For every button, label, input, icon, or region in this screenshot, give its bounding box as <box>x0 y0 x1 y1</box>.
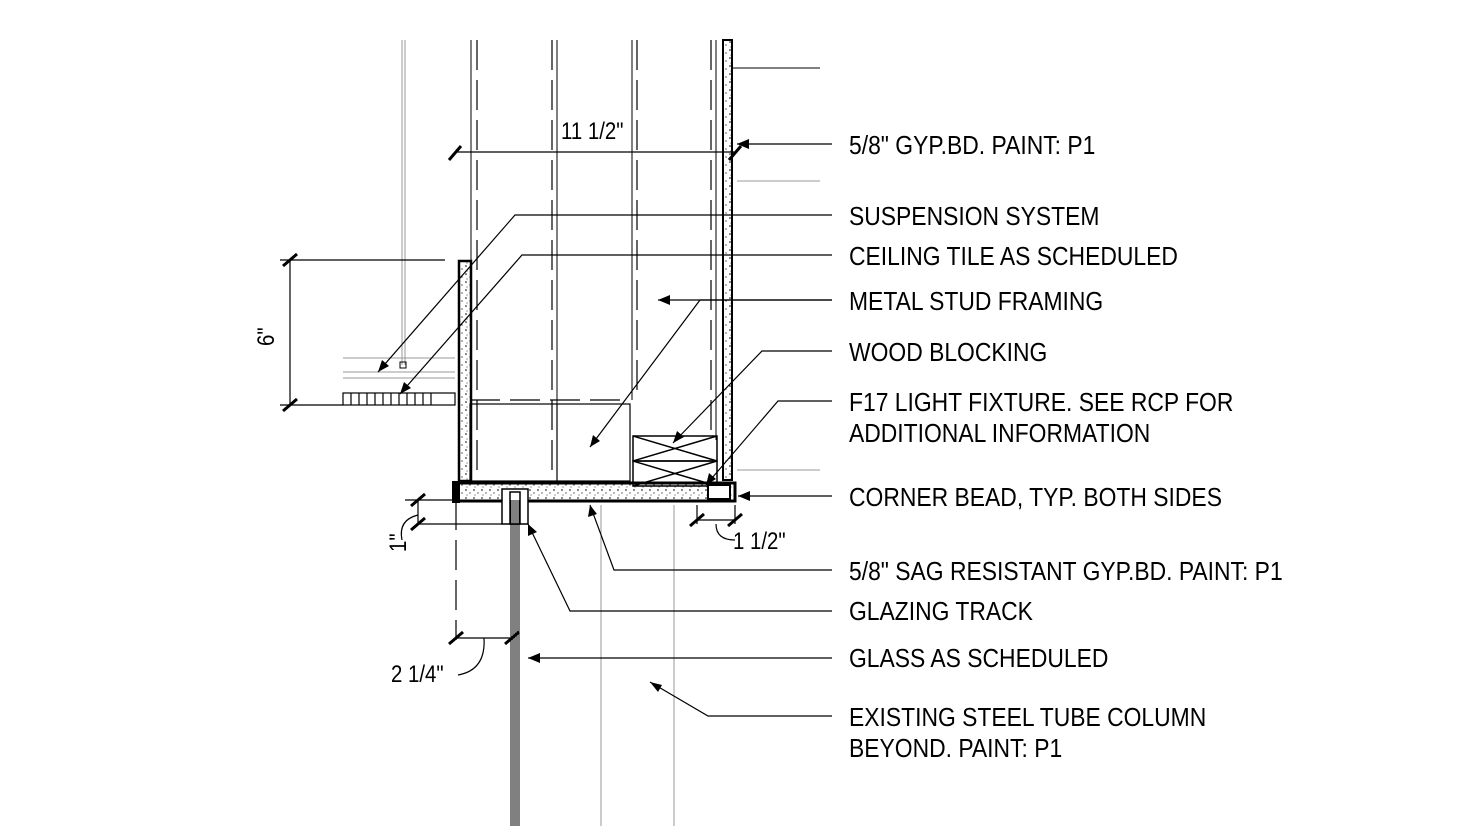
label-sag-resistant-gyp: 5/8" SAG RESISTANT GYP.BD. PAINT: P1 <box>849 556 1283 586</box>
dimension-width-top: 11 1/2" <box>561 118 624 145</box>
soffit-side-gypsum <box>457 259 473 483</box>
glass-panel <box>510 500 520 826</box>
suspension-wire <box>343 40 455 379</box>
label-steel-column: EXISTING STEEL TUBE COLUMN BEYOND. PAINT… <box>849 702 1206 764</box>
label-corner-bead: CORNER BEAD, TYP. BOTH SIDES <box>849 482 1222 512</box>
label-wood-blocking: WOOD BLOCKING <box>849 337 1048 367</box>
ceiling-tile <box>342 392 456 406</box>
dimension-lines <box>280 145 743 676</box>
label-light-fixture-line2: ADDITIONAL INFORMATION <box>849 418 1151 448</box>
wood-blocking <box>632 435 718 487</box>
label-metal-stud-framing: METAL STUD FRAMING <box>849 286 1104 316</box>
corner-bead-left <box>452 481 460 503</box>
label-glass: GLASS AS SCHEDULED <box>849 643 1109 673</box>
light-fixture <box>469 403 631 482</box>
dimension-reveal-left: 1" <box>385 533 412 552</box>
dimension-reveal-right: 1 1/2" <box>733 528 786 555</box>
label-glazing-track: GLAZING TRACK <box>849 596 1033 626</box>
label-light-fixture: F17 LIGHT FIXTURE. SEE RCP FOR ADDITIONA… <box>849 387 1233 449</box>
stud-dashed-lines <box>455 40 712 640</box>
leader-arrowheads <box>378 139 750 692</box>
wall-gypsum-board <box>722 39 820 481</box>
soffit-bottom-gypsum <box>453 481 737 503</box>
label-gyp-board: 5/8" GYP.BD. PAINT: P1 <box>849 130 1096 160</box>
label-ceiling-tile: CEILING TILE AS SCHEDULED <box>849 241 1178 271</box>
label-steel-column-line1: EXISTING STEEL TUBE COLUMN <box>849 702 1207 732</box>
leader-lines <box>377 143 832 717</box>
corner-bead-right <box>707 484 731 500</box>
label-steel-column-line2: BEYOND. PAINT: P1 <box>849 733 1063 763</box>
dimension-height-left: 6" <box>253 327 280 346</box>
dimension-glass-offset: 2 1/4" <box>391 661 444 688</box>
label-suspension-system: SUSPENSION SYSTEM <box>849 201 1100 231</box>
label-light-fixture-line1: F17 LIGHT FIXTURE. SEE RCP FOR <box>849 387 1234 417</box>
